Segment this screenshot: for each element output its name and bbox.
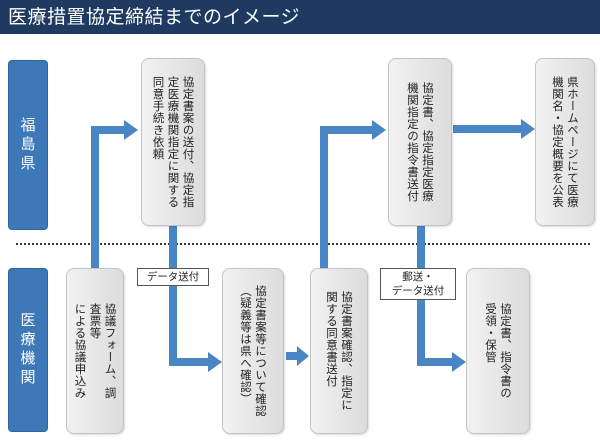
arrow-designation-to-publish (453, 119, 535, 139)
lane-label-prefecture: 福島県 (8, 60, 48, 230)
box-consultation-application: 協議フォーム、調 査票等 による協議申込み (66, 268, 124, 434)
box-publish-on-website: 県ホームページにて医療 機関名・協定概要を公表 (535, 58, 595, 226)
box-draft-review: 協定書案等について確認 （疑義等は県へ確認） (222, 268, 284, 434)
page-title: 医療措置協定締結までのイメージ (0, 0, 600, 34)
lane-label-institution: 医療機関 (8, 268, 48, 432)
box-designation-sent: 協定書、協定指定医療 機関指定の指令書送付 (388, 58, 452, 226)
arrow-review-to-consent (286, 346, 309, 366)
label-data-send: データ送付 (137, 268, 209, 286)
label-mail-data-send: 郵送・ データ送付 (380, 268, 456, 300)
box-agreement-draft-sent: 協定書案の送付、協定指 定医療機関指定に関する 同意手続き依頼 (141, 58, 205, 226)
arrow-designation-to-receipt (417, 226, 466, 372)
arrow-consent-to-designation (320, 120, 386, 268)
arrow-apply-to-request (91, 120, 138, 268)
lane-divider (16, 243, 590, 245)
box-receipt-storage: 協定書、指令書の 受領・保管 (466, 268, 530, 434)
box-consent-sent: 協定書案確認、指定に 関する同意書送付 (310, 268, 368, 434)
arrow-request-to-review (169, 226, 222, 372)
